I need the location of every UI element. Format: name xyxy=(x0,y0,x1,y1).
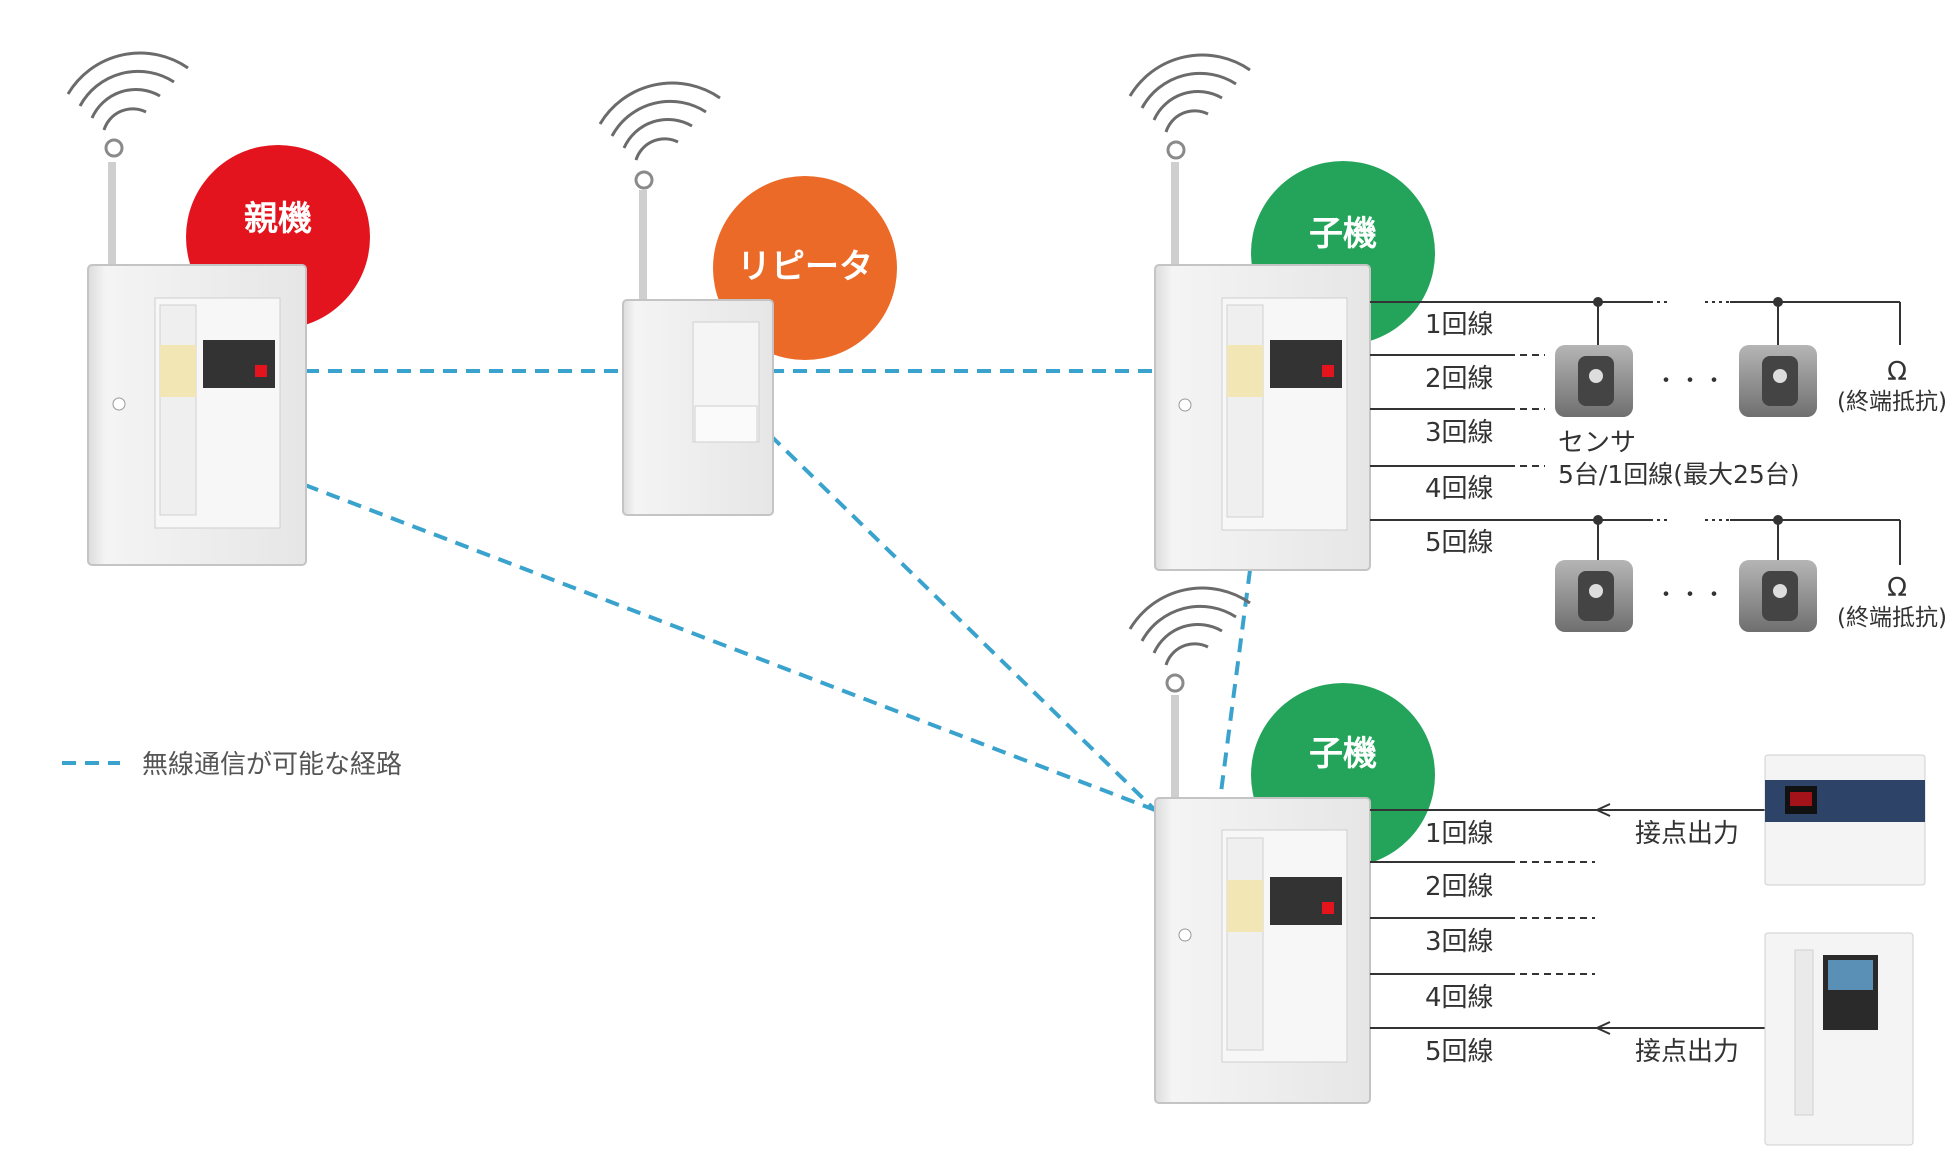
bottom-line-1-label: 1回線 xyxy=(1425,819,1494,849)
contact-output-1-label: 接点出力 xyxy=(1635,819,1739,849)
wireless-signal-icon xyxy=(66,51,189,131)
sensor-device-icon xyxy=(1739,560,1817,632)
bottom-line-4-label: 4回線 xyxy=(1425,983,1494,1013)
omega-top: Ω xyxy=(1887,357,1907,387)
sensor-device-icon xyxy=(1739,345,1817,417)
path-repeater-child-bottom xyxy=(768,433,1157,812)
top-line-1-label: 1回線 xyxy=(1425,310,1494,340)
antenna-icon xyxy=(104,138,124,265)
child-bottom-unit: 子機 xyxy=(1128,586,1435,1104)
sensor-device-icon xyxy=(1555,560,1633,632)
control-panel-icon xyxy=(1154,797,1371,1104)
wireless-paths xyxy=(304,369,1252,812)
terminal-resistor-bottom: (終端抵抗) xyxy=(1837,605,1947,631)
top-line-4-label: 4回線 xyxy=(1425,474,1494,504)
antenna-icon xyxy=(1165,673,1185,798)
antenna-icon xyxy=(634,170,654,300)
child-top-unit: 子機 xyxy=(1128,53,1435,571)
repeater-label: リピータ xyxy=(737,247,873,287)
external-device-control-panel xyxy=(1764,932,1914,1146)
master-unit: 親機 xyxy=(66,51,370,566)
sensor-note: 5台/1回線(最大25台) xyxy=(1558,460,1800,489)
wireless-signal-icon xyxy=(1128,586,1251,666)
bottom-line-5-label: 5回線 xyxy=(1425,1037,1494,1067)
child-bottom-wiring xyxy=(1370,803,1765,1035)
child-bottom-label: 子機 xyxy=(1309,734,1377,774)
control-panel-icon xyxy=(1154,264,1371,571)
child-top-label: 子機 xyxy=(1309,214,1377,254)
sensor-dots-bottom: ・・・ xyxy=(1655,583,1727,608)
top-line-2-label: 2回線 xyxy=(1425,364,1494,394)
sensor-dots-top: ・・・ xyxy=(1655,369,1727,394)
repeater-unit: リピータ xyxy=(598,81,897,516)
wireless-signal-icon xyxy=(598,81,721,161)
control-panel-icon xyxy=(87,264,307,566)
top-line-5-label: 5回線 xyxy=(1425,528,1494,558)
external-device-display-panel xyxy=(1764,754,1926,886)
omega-bottom: Ω xyxy=(1887,573,1907,603)
master-label: 親機 xyxy=(244,199,312,239)
legend: 無線通信が可能な経路 xyxy=(62,750,402,780)
child-top-wiring xyxy=(1370,297,1901,565)
path-master-child-bottom xyxy=(304,483,1156,812)
control-panel-icon xyxy=(622,299,774,516)
legend-text: 無線通信が可能な経路 xyxy=(142,750,402,780)
antenna-icon xyxy=(1166,140,1186,265)
bottom-line-3-label: 3回線 xyxy=(1425,927,1494,957)
bottom-line-2-label: 2回線 xyxy=(1425,872,1494,902)
terminal-resistor-top: (終端抵抗) xyxy=(1837,389,1947,415)
top-line-3-label: 3回線 xyxy=(1425,418,1494,448)
sensor-device-icon xyxy=(1555,345,1633,417)
path-child-top-child-bottom xyxy=(1218,569,1252,801)
contact-output-2-label: 接点出力 xyxy=(1635,1037,1739,1067)
sensor-label: センサ xyxy=(1558,428,1636,458)
wireless-signal-icon xyxy=(1128,53,1251,133)
